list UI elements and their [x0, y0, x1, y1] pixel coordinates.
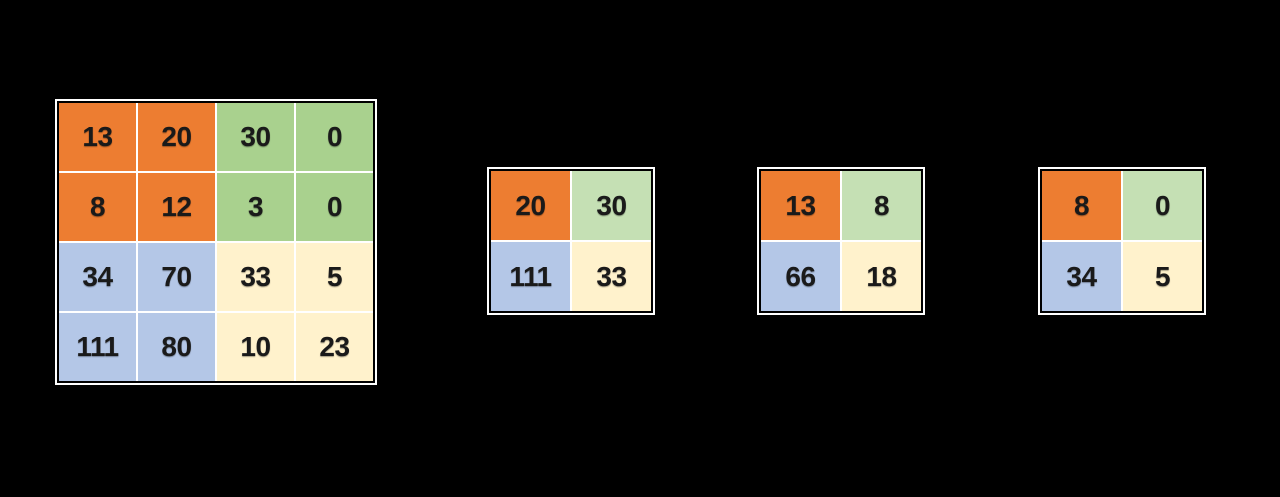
- matrix-cell: 20: [138, 103, 215, 171]
- matrix-cell: 33: [572, 242, 651, 311]
- matrix-cell: 20: [491, 171, 570, 240]
- matrix-cell: 13: [761, 171, 840, 240]
- matrix-cell: 30: [572, 171, 651, 240]
- matrix-cell: 10: [217, 313, 294, 381]
- matrix-cell: 34: [1042, 242, 1121, 311]
- matrix-cell: 111: [59, 313, 136, 381]
- matrix-cell: 5: [1123, 242, 1202, 311]
- matrix-cell: 18: [842, 242, 921, 311]
- matrix-cell: 8: [842, 171, 921, 240]
- matrix-cell: 8: [1042, 171, 1121, 240]
- matrix-cell: 33: [217, 243, 294, 311]
- matrix-cell: 5: [296, 243, 373, 311]
- matrix-cell: 0: [296, 103, 373, 171]
- matrix-cell: 80: [138, 313, 215, 381]
- matrix-cell: 12: [138, 173, 215, 241]
- matrix-cell: 0: [296, 173, 373, 241]
- matrix-cell: 111: [491, 242, 570, 311]
- matrix-cell: 34: [59, 243, 136, 311]
- matrix-cell: 3: [217, 173, 294, 241]
- matrix-cell: 23: [296, 313, 373, 381]
- matrix-cell: 8: [59, 173, 136, 241]
- matrix-cell: 30: [217, 103, 294, 171]
- matrix-cell: 70: [138, 243, 215, 311]
- matrix-cell: 13: [59, 103, 136, 171]
- matrix-cell: 0: [1123, 171, 1202, 240]
- matrix-cell: 66: [761, 242, 840, 311]
